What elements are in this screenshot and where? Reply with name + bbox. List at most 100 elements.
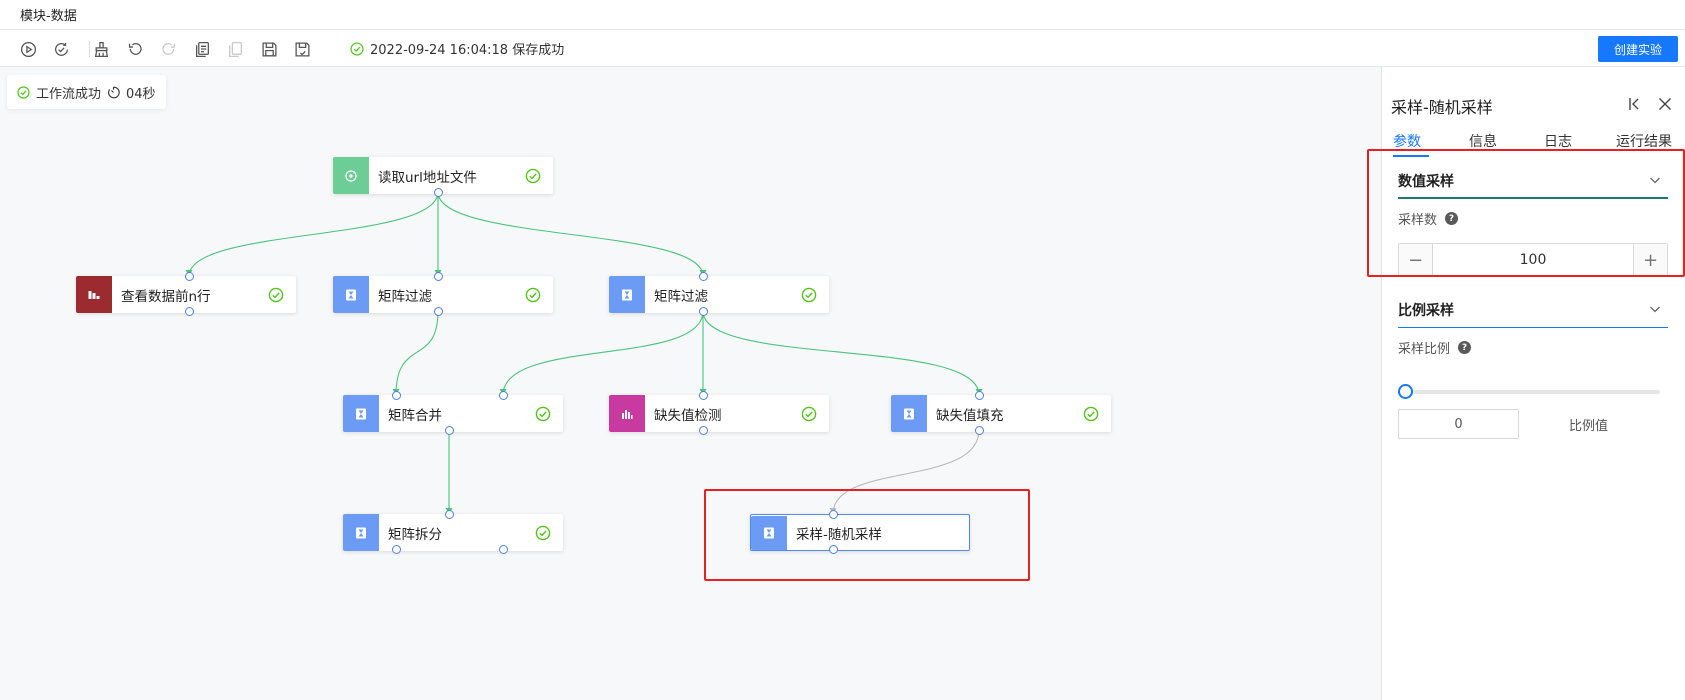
port-in[interactable] [445,510,454,519]
success-icon [268,287,284,302]
node-label: 矩阵合并 [388,407,442,424]
edge-filter2-to-merge [502,310,704,396]
node-label: 缺失值检测 [654,407,722,424]
success-icon [801,287,817,302]
node-label: 矩阵拆分 [388,526,442,543]
success-icon [801,406,817,421]
sample-count-stepper: − + [1398,243,1668,277]
save-icon[interactable] [259,39,279,59]
timer-icon [108,86,120,98]
section-count-sampling[interactable]: 数值采样 [1398,163,1668,199]
close-icon[interactable] [1655,94,1675,114]
port-in[interactable] [829,510,838,519]
tab-results[interactable]: 运行结果 [1616,134,1672,150]
check-circle-icon [350,41,364,56]
increment-button[interactable]: + [1633,244,1667,276]
port-out[interactable] [829,545,838,554]
file-source-icon [333,157,369,194]
create-experiment-button[interactable]: 创建实验 [1598,36,1678,62]
run-icon[interactable] [18,39,38,59]
node-label: 读取url地址文件 [378,169,477,186]
sample-count-label: 采样数 ? [1398,209,1459,228]
clean-icon[interactable] [91,39,111,59]
port-in[interactable] [434,272,443,281]
help-icon[interactable]: ? [1458,341,1472,354]
hourglass-icon [609,276,645,313]
properties-panel: 采样-随机采样 参数 信息 日志 运行结果 数值采样 采样数 ? − + [1367,77,1685,700]
panel-title: 采样-随机采样 [1391,98,1493,117]
toolbar-separator [89,41,90,57]
node-missing-fill[interactable]: 缺失值填充 [891,395,1111,432]
run-all-icon[interactable] [51,39,71,59]
port-out[interactable] [185,307,194,316]
port-in[interactable] [499,391,508,400]
tab-info[interactable]: 信息 [1469,134,1497,150]
success-icon [525,168,541,183]
panel-tabs: 参数 信息 日志 运行结果 [1383,125,1685,157]
tab-log[interactable]: 日志 [1544,134,1572,150]
title-bar: 模块-数据 [0,0,1685,30]
port-out[interactable] [445,426,454,435]
node-view-head[interactable]: 查看数据前n行 [76,276,296,313]
edges-layer [185,191,983,515]
check-circle-icon [17,85,30,99]
port-out[interactable] [392,545,401,554]
port-in[interactable] [185,272,194,281]
port-out[interactable] [975,426,984,435]
workflow-duration: 04秒 [126,86,156,102]
workflow-canvas[interactable]: 工作流成功 04秒 读取url地址文件 查看数据前n行 矩阵过滤 [0,67,1382,700]
port-out[interactable] [699,426,708,435]
table-view-icon [76,276,112,313]
sample-ratio-label: 采样比例 ? [1398,338,1472,357]
collapse-panel-icon[interactable] [1625,94,1645,114]
success-icon [535,525,551,540]
redo-icon[interactable] [158,39,178,59]
port-out[interactable] [499,545,508,554]
node-read-url[interactable]: 读取url地址文件 [333,157,553,194]
port-in[interactable] [699,272,708,281]
port-out[interactable] [434,188,443,197]
edge-filter2-to-fill [702,310,980,396]
help-icon[interactable]: ? [1445,212,1459,225]
port-out[interactable] [434,307,443,316]
node-matrix-split[interactable]: 矩阵拆分 [343,514,563,551]
undo-icon[interactable] [125,39,145,59]
copy-icon[interactable] [192,39,212,59]
decrement-button[interactable]: − [1399,244,1433,276]
workflow-status: 工作流成功 04秒 [7,75,166,109]
slider-handle[interactable] [1398,384,1413,399]
section-ratio-sampling[interactable]: 比例采样 [1398,292,1668,328]
tab-params[interactable]: 参数 [1393,134,1421,150]
save-status: 2022-09-24 16:04:18 保存成功 [350,39,564,58]
slider-rail [1405,390,1660,394]
port-in[interactable] [392,391,401,400]
save-as-icon[interactable] [292,39,312,59]
node-matrix-filter-2[interactable]: 矩阵过滤 [609,276,829,313]
node-label: 矩阵过滤 [654,288,708,305]
port-out[interactable] [699,307,708,316]
sample-count-label-text: 采样数 [1398,213,1438,228]
edge-read-to-view [188,191,439,277]
node-matrix-merge[interactable]: 矩阵合并 [343,395,563,432]
edge-filter1-to-merge [395,310,439,396]
chevron-down-icon [1650,177,1660,184]
node-label: 采样-随机采样 [796,526,882,543]
node-missing-detect[interactable]: 缺失值检测 [609,395,829,432]
sample-ratio-input[interactable] [1398,409,1519,439]
success-icon [1083,406,1099,421]
node-random-sample[interactable]: 采样-随机采样 [750,514,970,551]
paste-icon[interactable] [225,39,245,59]
node-matrix-filter-1[interactable]: 矩阵过滤 [333,276,553,313]
port-in[interactable] [699,391,708,400]
section-underline [1398,197,1668,199]
hourglass-icon [751,515,787,550]
section-title: 比例采样 [1398,303,1454,319]
hourglass-icon [343,395,379,432]
port-in[interactable] [975,391,984,400]
sample-ratio-slider[interactable] [1398,384,1660,400]
hourglass-icon [333,276,369,313]
hourglass-icon [891,395,927,432]
sample-count-input[interactable] [1433,244,1633,276]
edge-fill-to-sample [832,429,980,515]
